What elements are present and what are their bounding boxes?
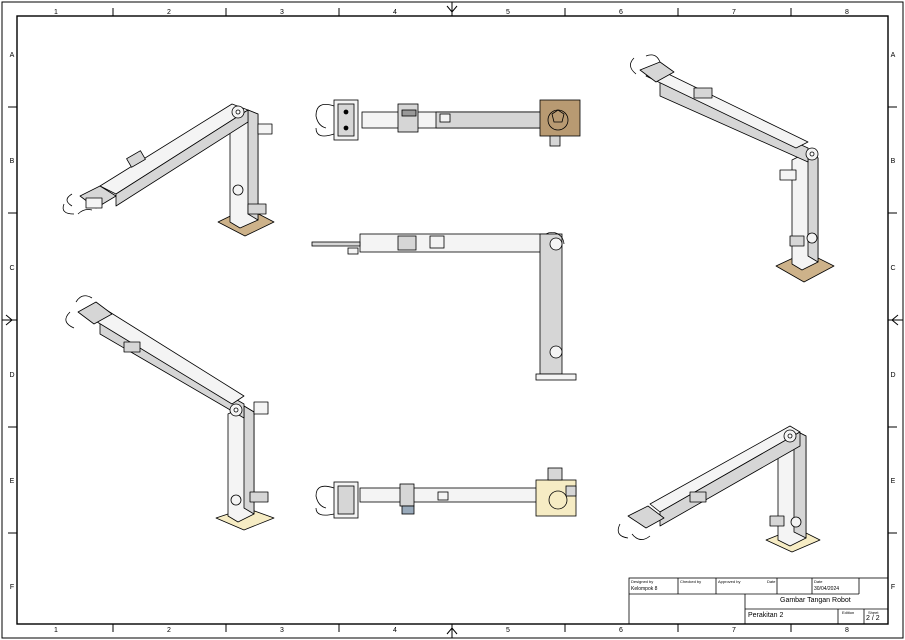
row-label: E <box>891 478 896 485</box>
col-label: 8 <box>845 9 849 16</box>
sheet-number: 2 / 2 <box>866 615 880 622</box>
col-label: 3 <box>280 627 284 634</box>
col-label: 3 <box>280 9 284 16</box>
drawing-title: Gambar Tangan Robot <box>780 597 851 604</box>
row-label: B <box>891 158 896 165</box>
sheet-label: Sheet <box>868 610 879 615</box>
col-label: 5 <box>506 627 510 634</box>
column-labels-top: 1 2 3 4 5 6 7 8 <box>54 9 849 16</box>
row-label: C <box>9 265 14 272</box>
date-label-approved: Date <box>767 579 776 584</box>
col-label: 6 <box>619 627 623 634</box>
inner-frame <box>16 15 889 625</box>
row-label: C <box>890 265 895 272</box>
front-view <box>311 232 577 381</box>
col-label: 1 <box>54 9 58 16</box>
row-label: A <box>891 52 896 59</box>
iso-view-bottom-right <box>617 425 821 553</box>
column-labels-bottom: 1 2 3 4 5 6 7 8 <box>54 627 849 634</box>
col-label: 4 <box>393 627 397 634</box>
row-label: D <box>890 372 895 379</box>
checked-by-label: Checked by <box>680 579 702 584</box>
zone-ticks <box>8 8 897 632</box>
row-label: F <box>10 584 14 591</box>
iso-view-top-left <box>62 103 275 237</box>
col-label: 4 <box>393 9 397 16</box>
drawing-subtitle: Perakitan 2 <box>748 612 784 619</box>
designed-by-label: Designed by <box>631 579 654 584</box>
date-label: Date <box>814 579 823 584</box>
col-label: 6 <box>619 9 623 16</box>
col-label: 5 <box>506 9 510 16</box>
row-labels-right: A B C D E F <box>890 52 895 591</box>
col-label: 2 <box>167 9 171 16</box>
col-label: 1 <box>54 627 58 634</box>
row-label: D <box>9 372 14 379</box>
row-label: A <box>10 52 15 59</box>
col-label: 7 <box>732 9 736 16</box>
row-label: F <box>891 584 895 591</box>
col-label: 2 <box>167 627 171 634</box>
date-value: 30/04/2024 <box>814 586 840 592</box>
edition-label: Edition <box>842 610 855 615</box>
title-block-lines <box>628 577 889 625</box>
iso-view-bottom-left <box>65 295 275 531</box>
row-label: B <box>10 158 15 165</box>
bottom-view <box>315 467 577 519</box>
designed-by-value: Kelompok 8 <box>631 586 658 592</box>
col-label: 8 <box>845 627 849 634</box>
top-view <box>315 99 581 147</box>
iso-view-top-right <box>630 54 835 283</box>
row-labels-left: A B C D E F <box>9 52 14 591</box>
row-label: E <box>10 478 15 485</box>
approved-by-label: Approved by <box>718 579 741 584</box>
col-label: 7 <box>732 627 736 634</box>
